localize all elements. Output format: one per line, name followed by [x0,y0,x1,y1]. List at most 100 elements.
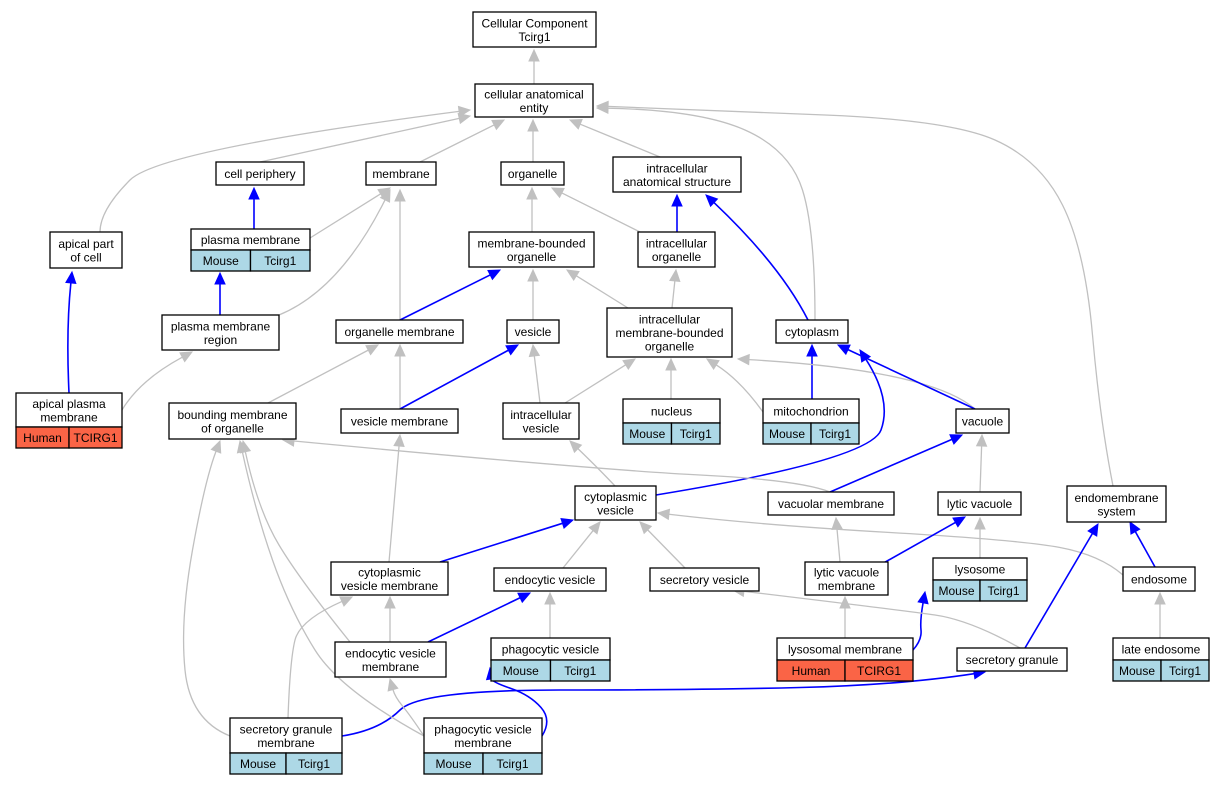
edge-line [427,597,521,643]
term-node-lytvac: lytic vacuole [937,491,1022,516]
term-box [775,319,849,344]
edge-part-of [836,344,976,410]
edge-line [829,438,953,493]
species-label: Mouse [503,664,539,678]
edge-arrowhead [210,439,222,454]
edge-arrowhead [560,517,575,529]
term-label: intracellular [510,408,571,422]
edge-line [713,201,809,321]
edge-line [309,193,382,239]
edge-is-a [419,119,506,163]
edge-arrowhead [528,343,541,358]
edge-is-a [281,435,831,493]
edge-is-a [1154,591,1166,638]
edge-is-a [527,118,539,162]
term-label: vesicle membrane [351,415,449,429]
edge-arrowhead [569,440,583,454]
edge-is-a [665,357,677,399]
term-box [340,408,459,434]
edge-part-of [912,590,929,651]
edge-line [879,521,956,566]
edge-arrowhead [550,187,565,199]
term-label: cytoplasm [785,325,839,339]
edge-arrowhead [736,353,750,366]
edge-arrowhead [384,595,396,609]
term-box [472,11,597,48]
edge-arrowhead [394,188,406,202]
edge-arrowhead [705,358,720,371]
edge-line [388,445,400,563]
edge-arrowhead [565,269,580,281]
edge-arrowhead [339,596,354,607]
edge-is-a [384,595,396,642]
term-label: cytoplasmic [358,565,421,579]
edge-line [1134,531,1156,568]
edge-is-a [656,508,1124,576]
term-box [637,231,716,268]
edge-is-a [568,119,661,158]
edge-part-of [214,271,226,315]
term-box [168,402,297,440]
term-label: secretory granule [240,722,333,736]
edge-line [392,689,425,737]
edge-is-a [550,187,641,233]
gene-label: TCIRG1 [73,431,117,445]
edge-is-a [99,105,472,233]
term-label: membrane [257,736,315,750]
gene-label: Tcirg1 [987,584,1019,598]
species-label: Human [792,664,831,678]
edge-line [748,358,976,410]
term-label: lysosomal membrane [788,643,902,657]
edge-arrowhead [65,270,77,285]
edge-line [607,107,816,321]
edge-is-a [121,351,194,411]
edge-arrowhead [1129,520,1141,535]
edge-arrowhead [457,105,472,118]
term-label: endosome [1131,573,1187,587]
edge-arrowhead [179,351,194,363]
edge-arrowhead [505,344,520,356]
edge-arrowhead [568,119,583,130]
edge-arrowhead [952,516,967,528]
edge-is-a [267,344,380,404]
edge-is-a [562,521,601,569]
edge-is-a [974,516,986,558]
edge-line [564,364,627,404]
term-node-cytoplasm: cytoplasm [775,319,849,344]
edge-is-a [182,439,231,737]
term-box [612,156,742,193]
edge-arrowhead [214,271,226,285]
term-box [622,398,721,424]
term-label: mitochondrion [773,405,848,419]
term-label: system [1097,504,1135,518]
edge-line [671,280,676,309]
edge-part-of [705,194,809,321]
term-label: vesicle [515,325,552,339]
edge-is-a [595,100,1114,487]
edge-is-a [527,268,539,320]
term-box [649,567,760,592]
edge-is-a [239,439,351,643]
edge-line [912,602,924,651]
term-label: intracellular [646,236,707,250]
edge-line [399,274,491,321]
edge-line [979,445,983,493]
edge-is-a [831,516,843,563]
term-label: membrane [362,660,420,674]
